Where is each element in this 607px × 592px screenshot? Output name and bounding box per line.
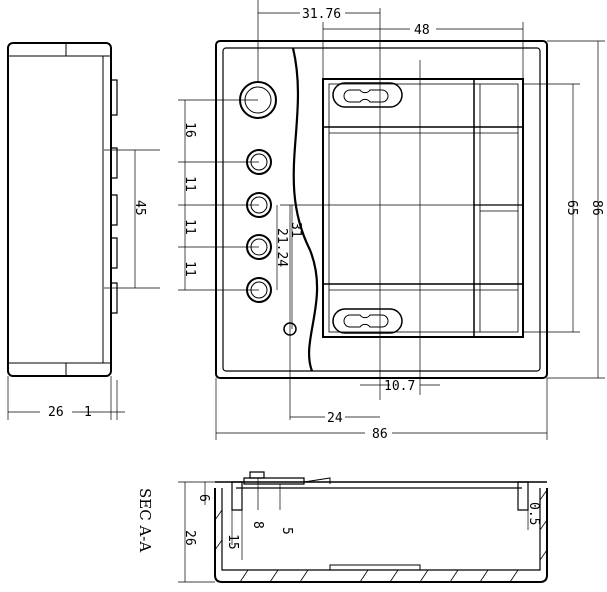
- sec-dim-15: 15: [225, 534, 240, 550]
- section-inner-wall: [221, 488, 541, 571]
- side-view-outline: [7, 42, 112, 377]
- sec-dim-0-5: 0.5: [526, 502, 541, 525]
- dim-11-a: 11: [182, 176, 197, 192]
- front-inner-outline: [222, 47, 541, 372]
- keyhole-slot-bottom: [332, 308, 403, 334]
- dim-24: 24: [327, 411, 343, 426]
- side-button-tabs: [111, 79, 118, 314]
- dim-10-7: 10.7: [384, 379, 415, 394]
- front-view: 16 11 11 11 21.24 31 31.76 48: [178, 0, 605, 442]
- dim-31: 31: [288, 222, 303, 238]
- section-view: 26 6 8 5 15 0.5: [178, 471, 548, 583]
- sec-dim-8: 8: [250, 521, 265, 529]
- dim-1: 1: [84, 405, 92, 420]
- display-window: [322, 78, 524, 338]
- dim-31-76: 31.76: [302, 7, 341, 22]
- hatching: [214, 489, 548, 583]
- section-outer-wall: [214, 488, 548, 583]
- sec-dim-6: 6: [196, 494, 211, 502]
- side-view: 45 26 1: [7, 42, 160, 420]
- dim-86-width: 86: [372, 427, 388, 442]
- dim-45: 45: [132, 200, 147, 216]
- section-label: SEC A-A: [136, 488, 154, 552]
- dim-16: 16: [182, 122, 197, 138]
- front-outline: [215, 40, 548, 379]
- dim-21-24: 21.24: [274, 228, 289, 267]
- sec-dim-26: 26: [182, 530, 197, 546]
- dim-48: 48: [414, 23, 430, 38]
- dim-11-c: 11: [182, 261, 197, 277]
- section-bottom-rib: [329, 564, 421, 571]
- buttons: [239, 81, 297, 336]
- dim-26-side: 26: [48, 405, 64, 420]
- dim-65: 65: [564, 200, 579, 216]
- dim-11-b: 11: [182, 219, 197, 235]
- front-curve: [291, 47, 319, 372]
- button-pitch-dims: [178, 99, 259, 291]
- keyhole-slot-top: [332, 82, 403, 108]
- dim-86-height: 86: [589, 200, 604, 216]
- sec-dim-5: 5: [279, 527, 294, 535]
- centerlines: [280, 8, 495, 420]
